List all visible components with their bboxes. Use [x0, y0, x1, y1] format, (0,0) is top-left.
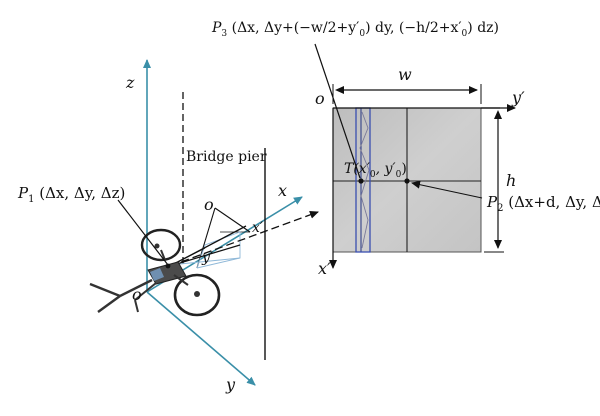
drone-rotor-lower: [173, 273, 221, 317]
t-sub-b: 0: [396, 170, 402, 180]
x-axis-label: x: [278, 181, 287, 200]
p1-coords: (Δx, Δy, Δz): [34, 184, 125, 202]
p3-mid: ) dy, (−h/2+x′: [365, 20, 461, 36]
h-label: h: [506, 171, 516, 190]
t-sub-a: 0: [370, 170, 376, 180]
y-prime-cam-label: y′: [201, 250, 214, 266]
origin-upper-label: o: [204, 195, 214, 214]
y-prime-label: y′: [511, 88, 525, 107]
t-close: ): [401, 161, 406, 177]
bridge-pier-label: Bridge pier: [186, 149, 267, 165]
p3-label: P3 (Δx, Δy+(−w/2+y′0) dy, (−h/2+x′0) dz): [211, 20, 499, 39]
drone: [89, 228, 221, 317]
t-label: T(x′0, y′0): [344, 161, 407, 180]
t-comma: , y′: [376, 161, 397, 177]
camera-x-prime-axis: [214, 207, 251, 233]
p2-point: [404, 178, 410, 184]
p3-sub: 3: [221, 29, 227, 39]
p3-end: ) dz): [467, 20, 499, 36]
p2-label: P2 (Δx+d, Δy, Δz): [486, 193, 600, 214]
camera-y-prime-axis: [196, 207, 216, 269]
x-prime-label: x′: [318, 259, 331, 278]
t-open: (x′: [353, 161, 370, 177]
p2-letter: P: [486, 193, 498, 211]
p3-coords: (Δx, Δy+(−w/2+y′: [227, 20, 359, 36]
p2-sub: 2: [497, 203, 503, 214]
t-point: [358, 178, 364, 184]
p3-letter: P: [211, 20, 222, 36]
p1-label: P1 (Δx, Δy, Δz): [17, 184, 125, 205]
image-origin-label: o: [315, 89, 325, 108]
p2-leader: [411, 180, 483, 199]
p2-coords: (Δx+d, Δy, Δz): [503, 193, 600, 211]
p3-sub0b: 0: [462, 29, 468, 39]
sight-line-lower: [169, 244, 241, 267]
p1-leader: [117, 199, 169, 266]
p3-leader: [314, 43, 361, 179]
x-prime-cam-label: x′: [252, 220, 264, 236]
projection-box: [196, 231, 241, 269]
p3-sub0: 0: [359, 29, 365, 39]
w-label: w: [398, 65, 412, 84]
drone-rotor-upper: [140, 228, 182, 262]
t-letter: T: [344, 161, 355, 177]
p1-letter: P: [17, 184, 29, 202]
sight-line-dashed: [169, 210, 319, 267]
z-axis-label: z: [125, 73, 135, 92]
y-axis: [146, 291, 256, 386]
p1-point: [165, 263, 171, 269]
origin-lower-label: o: [132, 285, 142, 304]
p1-sub: 1: [28, 194, 34, 205]
crack-trace: [359, 111, 370, 249]
projection-line-a: [169, 257, 241, 266]
y-axis-label: y: [225, 375, 236, 394]
